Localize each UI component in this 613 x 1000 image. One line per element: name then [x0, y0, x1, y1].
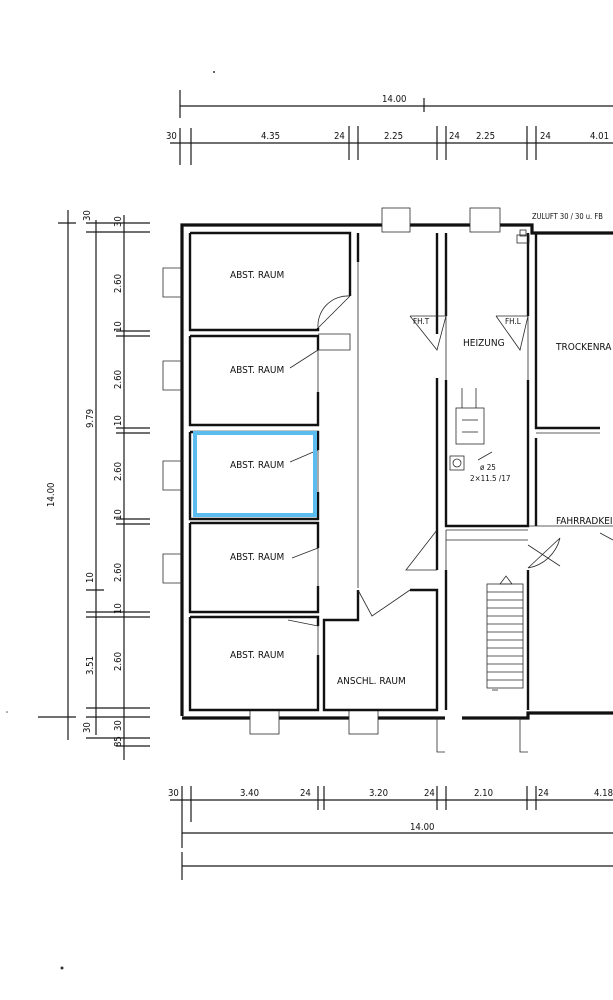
top-dim-401: 4.01 [590, 131, 609, 142]
left-dim-30-top-b: 30 [113, 216, 124, 227]
top-total-dim: 14.00 [382, 94, 406, 105]
bottom-dimension-lines: 30 3.40 24 3.20 24 2.10 24 4.18 14.00 [168, 786, 613, 880]
left-dim-10-4: 10 [113, 603, 124, 614]
room-label-abst-raum-1: ABST. RAUM [230, 270, 284, 281]
bottom-dim-24b: 24 [424, 788, 435, 799]
left-total-dim: 14.00 [46, 483, 57, 507]
room-label-trockenraum: TROCKENRA [555, 342, 612, 353]
top-dim-24a: 24 [334, 131, 345, 142]
storage-room-walls [188, 231, 439, 712]
room-labels: ABST. RAUM ABST. RAUM ABST. RAUM ABST. R… [230, 270, 613, 687]
left-dim-979: 9.79 [85, 409, 96, 428]
annotations: FH.T FH.L ZULUFT 30 / 30 u. FB ø 25 2×11… [413, 212, 603, 483]
heating-section-walls [405, 229, 613, 710]
bottom-dim-340: 3.40 [240, 788, 259, 799]
scan-specks [6, 71, 215, 970]
selected-room-highlight[interactable] [193, 431, 317, 517]
fire-door-fhl-label: FH.L [505, 317, 521, 326]
left-dim-30-bottom-b: 30 [113, 720, 124, 731]
left-dim-260-1: 2.60 [113, 274, 124, 293]
bottom-dim-30: 30 [168, 788, 179, 799]
left-dim-351: 3.51 [85, 656, 96, 675]
left-dim-260-2: 2.60 [113, 370, 124, 389]
left-dim-10-3: 10 [113, 509, 124, 520]
bottom-dim-210: 2.10 [474, 788, 493, 799]
bottom-dim-418: 4.18 [594, 788, 613, 799]
room-label-fahrradkeller: FAHRRADKEI [556, 516, 613, 527]
left-dim-10-1: 10 [113, 321, 124, 332]
left-dim-10-2: 10 [113, 415, 124, 426]
left-dim-260-3: 2.60 [113, 462, 124, 481]
left-dim-260-5: 2.60 [113, 652, 124, 671]
left-dim-10-mid: 10 [85, 572, 96, 583]
bottom-dim-24a: 24 [300, 788, 311, 799]
top-dim-24c: 24 [540, 131, 551, 142]
top-dim-225b: 2.25 [476, 131, 495, 142]
bottom-dim-24c: 24 [538, 788, 549, 799]
fire-door-fht-label: FH.T [413, 317, 430, 326]
zuluft-label: ZULUFT 30 / 30 u. FB [532, 212, 603, 221]
left-dimension-lines: 14.00 9.79 3.51 10 30 30 2.60 10 2.60 10… [38, 210, 150, 760]
top-dim-30: 30 [166, 131, 177, 142]
room-label-abst-raum-4: ABST. RAUM [230, 552, 284, 563]
chimney-diameter-label: ø 25 [480, 463, 496, 472]
left-dim-85: 85 [113, 736, 124, 747]
outer-walls [162, 207, 613, 753]
bottom-dim-320: 3.20 [369, 788, 388, 799]
left-dim-260-4: 2.60 [113, 563, 124, 582]
room-label-abst-raum-2: ABST. RAUM [230, 365, 284, 376]
stair-treads [487, 591, 523, 681]
room-label-anschl-raum: ANSCHL. RAUM [337, 676, 406, 687]
bottom-total-dim: 14.00 [410, 822, 434, 833]
room-label-abst-raum-5: ABST. RAUM [230, 650, 284, 661]
top-dimension-lines: 14.00 30 4.35 24 2.25 24 2.25 24 4.01 [166, 90, 613, 165]
top-dim-435: 4.35 [261, 131, 280, 142]
room-label-abst-raum-3: ABST. RAUM [230, 460, 284, 471]
chimney-flue-label: 2×11.5 /17 [470, 474, 511, 483]
left-dim-30-top-a: 30 [82, 210, 93, 221]
room-label-heizung: HEIZUNG [463, 338, 505, 349]
top-dim-225a: 2.25 [384, 131, 403, 142]
top-dim-24b: 24 [449, 131, 460, 142]
left-dim-30-bottom-a: 30 [82, 722, 93, 733]
